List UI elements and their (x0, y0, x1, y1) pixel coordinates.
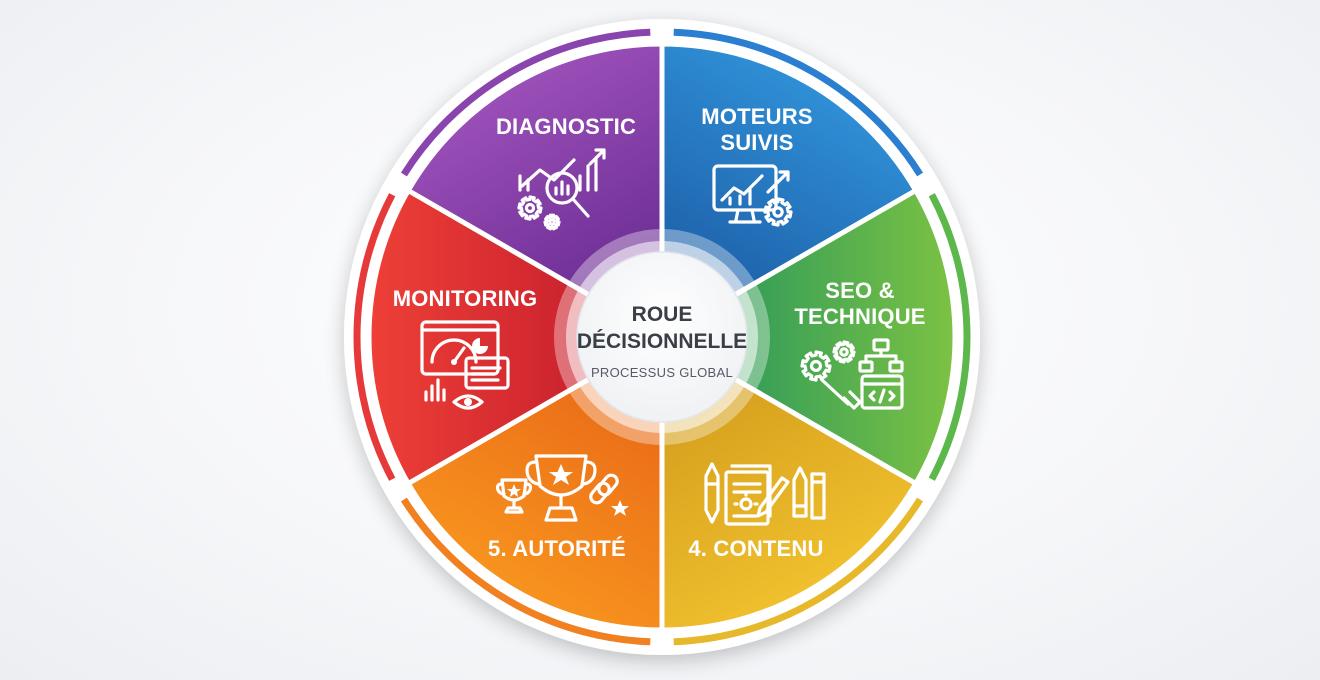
segment-label-autorite: 5. AUTORITÉ (488, 536, 626, 561)
segment-label-contenu: 4. CONTENU (688, 536, 823, 561)
segment-monitoring (405, 41, 665, 340)
hub-subtitle: PROCESSUS GLOBAL (591, 365, 733, 380)
rim-arc-6 (400, 28, 651, 177)
segment-moteurs (659, 188, 958, 486)
segment-diagnostic (659, 41, 919, 340)
trophy-star-link-icon (495, 454, 629, 522)
hub-title-line2: DÉCISIONNELLE (577, 330, 747, 353)
segment-label-monitoring: MONITORING (393, 286, 538, 311)
rim-arc-4 (400, 497, 651, 646)
hub-disc (576, 251, 748, 423)
gears-wrench-sitemap-code-icon (800, 338, 904, 410)
rim-arc-5 (353, 193, 396, 481)
pen-document-pencil-icon (704, 462, 826, 526)
segment-label-seo-line2: TECHNIQUE (794, 304, 925, 329)
rim-arc-2 (928, 193, 971, 481)
rim-arc-1 (673, 28, 924, 177)
analytics-magnifier-gear-icon (517, 148, 606, 231)
segment-label-moteurs-line2: SUIVIS (720, 130, 793, 155)
segment-label-seo-line1: SEO & (825, 278, 894, 303)
hub-title-line1: ROUE (632, 303, 693, 326)
segment-autorite (366, 188, 665, 486)
segment-label-diagnostic: DIAGNOSTIC (496, 114, 636, 139)
monitor-growth-chart-icon (712, 164, 793, 227)
rim-arc-3 (673, 497, 924, 646)
segment-label-moteurs-line1: MOTEURS (701, 104, 812, 129)
dashboard-gauge-eye-icon (420, 320, 510, 410)
